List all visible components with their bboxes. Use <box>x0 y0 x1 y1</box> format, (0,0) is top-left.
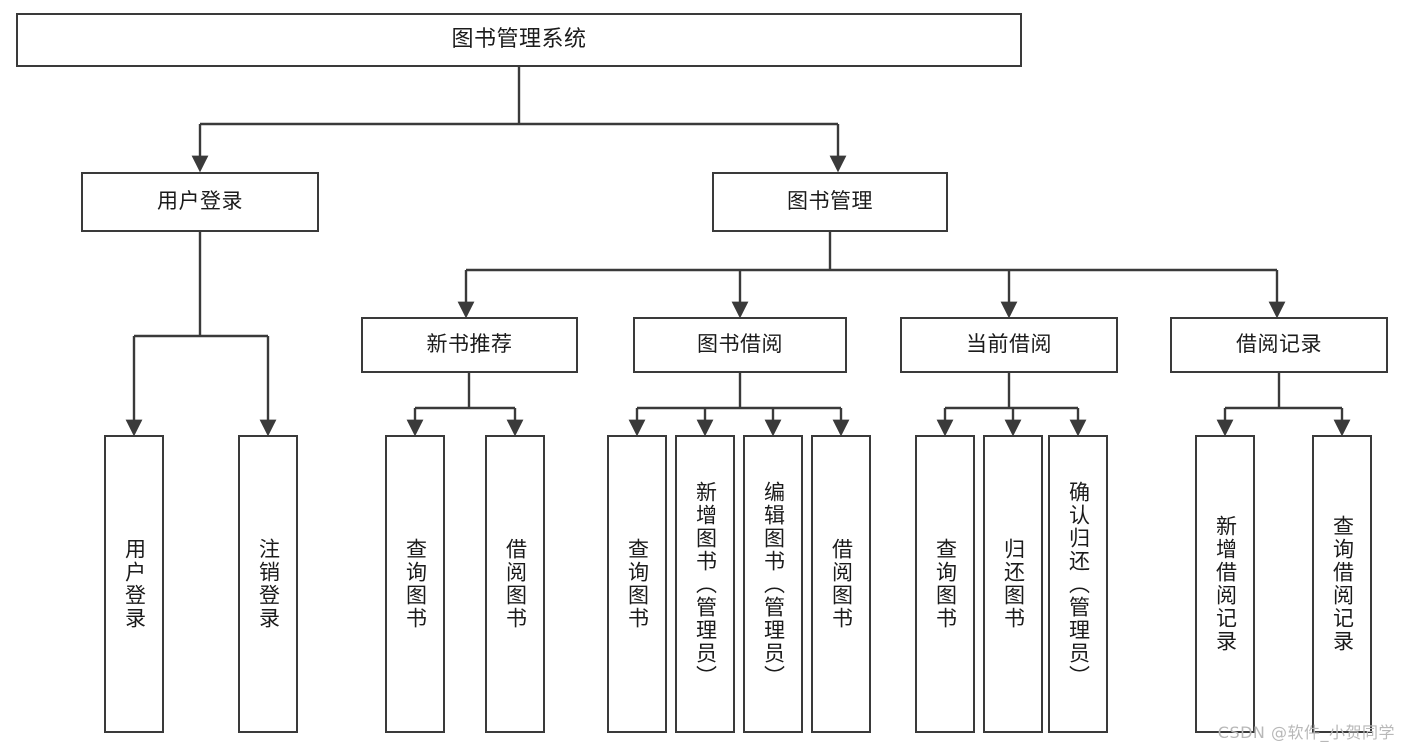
leaf-query-book-recommend[interactable]: 查询图书 <box>385 435 445 733</box>
leaf-borrow-book-recommend[interactable]: 借阅图书 <box>485 435 545 733</box>
node-label: 查询借阅记录 <box>1330 515 1355 653</box>
leaf-add-book-admin[interactable]: 新增图书（管理员） <box>675 435 735 733</box>
node-label: 查询图书 <box>625 538 650 630</box>
node-label: 图书管理 <box>787 189 873 214</box>
csdn-watermark: CSDN @软件_小贺同学 <box>1217 723 1395 742</box>
node-label: 借阅记录 <box>1236 332 1322 357</box>
leaf-query-borrow-record[interactable]: 查询借阅记录 <box>1312 435 1372 733</box>
node-label: 查询图书 <box>933 538 958 630</box>
node-label: 用户登录 <box>157 189 243 214</box>
leaf-user-login[interactable]: 用户登录 <box>104 435 164 733</box>
node-book-manage[interactable]: 图书管理 <box>712 172 948 232</box>
node-label: 借阅图书 <box>503 538 528 630</box>
node-new-book-recommend[interactable]: 新书推荐 <box>361 317 578 373</box>
leaf-logout-login[interactable]: 注销登录 <box>238 435 298 733</box>
node-label: 查询图书 <box>403 538 428 630</box>
node-book-borrow[interactable]: 图书借阅 <box>633 317 847 373</box>
node-label: 当前借阅 <box>966 332 1052 357</box>
node-label: 图书借阅 <box>697 332 783 357</box>
node-label: 新书推荐 <box>426 332 513 357</box>
node-label: 用户登录 <box>122 538 147 630</box>
node-label: 借阅图书 <box>829 538 854 630</box>
node-label: 编辑图书（管理员） <box>761 480 786 688</box>
node-label: 注销登录 <box>256 538 281 630</box>
node-label: 新增借阅记录 <box>1213 515 1238 653</box>
node-label: 归还图书 <box>1001 538 1026 630</box>
node-borrow-record[interactable]: 借阅记录 <box>1170 317 1388 373</box>
node-user-login[interactable]: 用户登录 <box>81 172 319 232</box>
node-current-borrow[interactable]: 当前借阅 <box>900 317 1118 373</box>
node-label: 新增图书（管理员） <box>693 480 718 688</box>
node-label: 图书管理系统 <box>451 26 587 52</box>
node-label: 确认归还（管理员） <box>1066 480 1091 688</box>
leaf-borrow-book-borrow[interactable]: 借阅图书 <box>811 435 871 733</box>
leaf-edit-book-admin[interactable]: 编辑图书（管理员） <box>743 435 803 733</box>
leaf-query-book-current[interactable]: 查询图书 <box>915 435 975 733</box>
leaf-add-borrow-record[interactable]: 新增借阅记录 <box>1195 435 1255 733</box>
leaf-query-book-borrow[interactable]: 查询图书 <box>607 435 667 733</box>
node-root-system[interactable]: 图书管理系统 <box>16 13 1022 67</box>
leaf-confirm-return-admin[interactable]: 确认归还（管理员） <box>1048 435 1108 733</box>
leaf-return-book[interactable]: 归还图书 <box>983 435 1043 733</box>
